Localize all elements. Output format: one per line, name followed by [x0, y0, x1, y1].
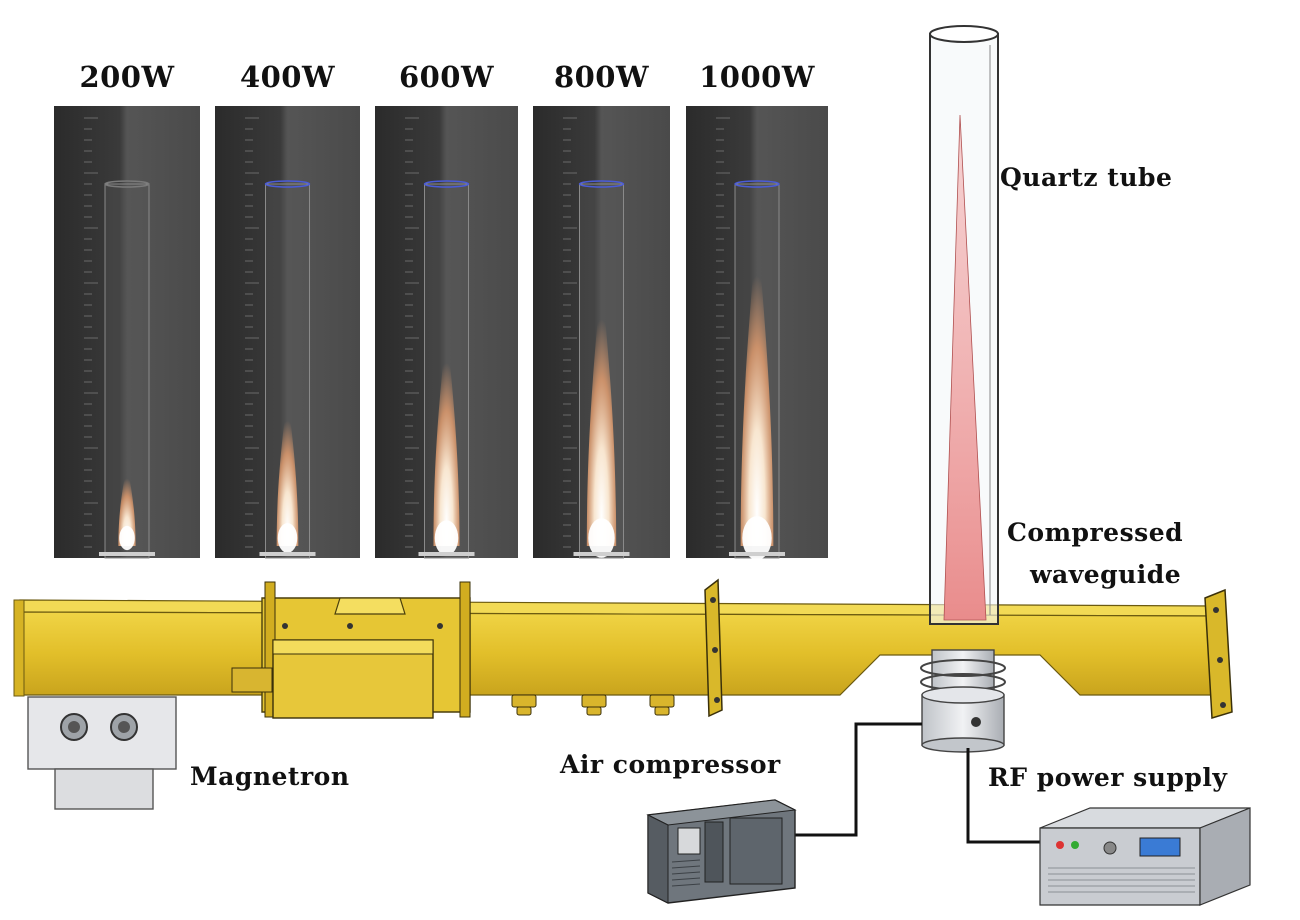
tube-rim — [423, 180, 470, 188]
plasma-flame — [586, 262, 617, 546]
compressor-hose — [795, 722, 922, 837]
plasma-flame — [740, 208, 774, 547]
rf-power-supply-unit — [1039, 807, 1251, 906]
flame-core — [119, 525, 135, 551]
rf-cable — [966, 748, 1045, 844]
rf-power-supply-label: RF power supply — [988, 763, 1228, 792]
power-label-600w: 600W — [398, 60, 495, 94]
tube-rim — [578, 180, 625, 188]
power-label-200w: 200W — [79, 60, 175, 94]
quartz-tube — [929, 25, 999, 625]
air-compressor-unit — [646, 799, 797, 904]
flame-core — [434, 520, 459, 556]
waveguide — [13, 578, 1233, 719]
plasma-flame — [276, 389, 299, 546]
torch-base — [920, 649, 1006, 753]
nozzle — [418, 552, 475, 556]
compressed-waveguide-label-line2: waveguide — [1030, 560, 1182, 589]
nozzle — [729, 552, 785, 556]
plasma-flame — [118, 461, 136, 546]
tube-rim — [264, 180, 311, 188]
magnetron-label: Magnetron — [190, 762, 350, 791]
flame-core — [277, 523, 298, 553]
nozzle — [573, 552, 630, 556]
magnetron-body — [27, 696, 177, 810]
photo-overlays — [54, 106, 828, 560]
quartz-tube-label: Quartz tube — [1000, 163, 1173, 192]
tube-rim — [104, 180, 150, 188]
tube-rim — [734, 180, 780, 188]
air-compressor-label: Air compressor — [560, 750, 781, 779]
power-label-1000w: 1000W — [699, 60, 815, 94]
plasma-flame — [433, 316, 460, 546]
nozzle — [259, 552, 316, 556]
flame-core — [742, 516, 772, 560]
flame-core — [588, 518, 615, 558]
power-label-800w: 800W — [553, 60, 650, 94]
power-label-400w: 400W — [239, 60, 336, 94]
nozzle — [99, 552, 155, 556]
compressed-waveguide-label-line1: Compressed — [1007, 518, 1184, 547]
